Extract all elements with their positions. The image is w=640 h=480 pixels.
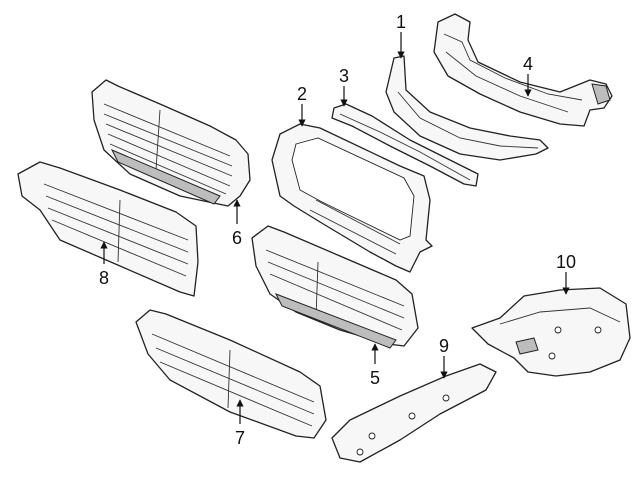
callout-8: 8	[99, 268, 109, 288]
part-5-lower-shutter	[251, 225, 419, 349]
part-7-lower-frame	[135, 309, 327, 439]
callout-4: 4	[523, 54, 533, 74]
part-2-radiator-frame	[271, 123, 433, 273]
callout-2: 2	[297, 84, 307, 104]
part-9-splash-shield	[331, 363, 497, 463]
callout-7: 7	[235, 428, 245, 448]
callout-10: 10	[556, 252, 576, 272]
part-8-lower-grille	[17, 161, 199, 297]
part-3-seal-strip	[331, 103, 479, 187]
part-10-underbody-shield	[471, 287, 631, 377]
part-4-upper-deflector	[433, 13, 613, 127]
callout-1: 1	[396, 12, 406, 32]
part-1-cross-member	[385, 55, 549, 161]
callout-labels: 1 2 3 4 5 6 7 8 9 10	[99, 12, 576, 448]
leader-lines	[100, 32, 570, 424]
callout-9: 9	[439, 336, 449, 356]
callout-6: 6	[232, 228, 242, 248]
part-6-upper-shutter	[91, 79, 251, 207]
callout-5: 5	[370, 368, 380, 388]
callout-3: 3	[339, 66, 349, 86]
